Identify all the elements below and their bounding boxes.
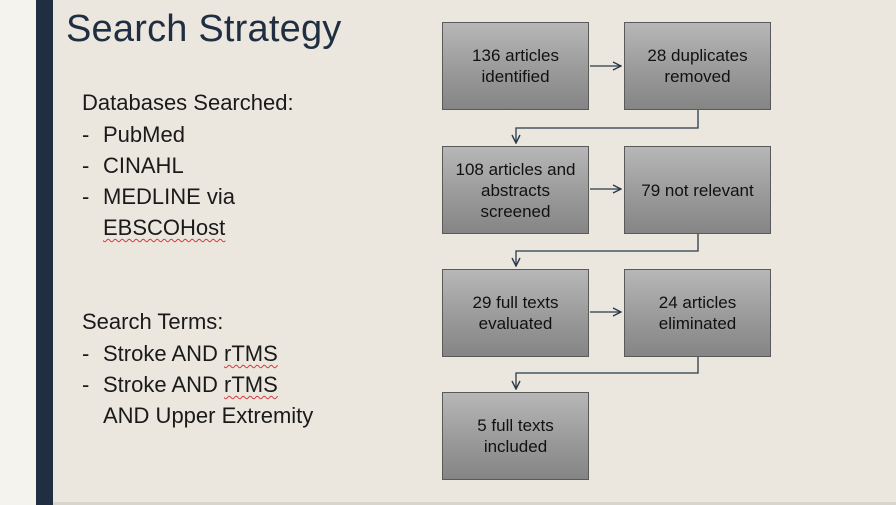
arrow-duplicates-to-screened (516, 110, 699, 143)
database-ebscohost: EBSCOHost (103, 215, 226, 240)
search-term-rtms: rTMS (224, 341, 278, 366)
flow-box-eliminated: 24 articles eliminated (624, 269, 771, 357)
flow-box-included: 5 full texts included (442, 392, 589, 480)
list-item: - PubMed (82, 122, 185, 147)
flow-box-evaluated: 29 full texts evaluated (442, 269, 589, 357)
arrow-not-relevant-to-evaluated (516, 234, 699, 266)
accent-bar (36, 0, 53, 505)
search-term-upper-extremity: AND Upper Extremity (103, 403, 314, 428)
database-pubmed: PubMed (103, 122, 185, 147)
search-term-rtms: rTMS (224, 372, 278, 397)
flow-box-not-relevant: 79 not relevant (624, 146, 771, 234)
list-item: - MEDLINE via EBSCOHost (82, 181, 235, 243)
search-term-prefix: Stroke AND (103, 341, 225, 366)
list-item: - Stroke AND rTMS (82, 341, 278, 366)
flow-box-identified: 136 articles identified (442, 22, 589, 110)
bottom-rule (53, 502, 896, 505)
list-item: - CINAHL (82, 153, 184, 178)
arrow-eliminated-to-included (516, 357, 699, 389)
flow-box-screened: 108 articles and abstracts screened (442, 146, 589, 234)
databases-list: - PubMed - CINAHL - MEDLINE via EBSCOHos… (82, 119, 235, 243)
search-terms-list: - Stroke AND rTMS - Stroke AND rTMS AND … (82, 338, 313, 431)
slide-title: Search Strategy (66, 8, 342, 50)
database-cinahl: CINAHL (103, 153, 184, 178)
flow-box-duplicates-removed: 28 duplicates removed (624, 22, 771, 110)
search-term-prefix: Stroke AND (103, 372, 225, 397)
search-terms-heading: Search Terms: (82, 309, 224, 334)
list-item: - Stroke AND rTMS AND Upper Extremity (82, 369, 313, 431)
slide-left-margin (0, 0, 36, 505)
database-medline: MEDLINE via (103, 184, 236, 209)
databases-heading: Databases Searched: (82, 90, 294, 115)
